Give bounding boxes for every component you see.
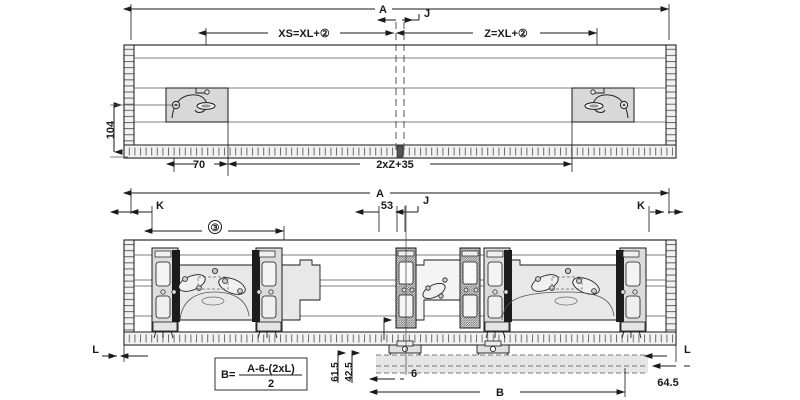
dim-label-bracket-span: ③ xyxy=(211,223,220,234)
dim-j-front: J xyxy=(394,195,429,232)
top-view-group: A J XS=XL+② Z=XL+② xyxy=(105,4,677,176)
side-wall-right-top xyxy=(665,44,677,159)
dim-label-104-top: 104 xyxy=(105,120,117,139)
side-wall-right-front xyxy=(665,239,677,346)
formula-box: B= A-6-(2xL) 2 xyxy=(214,357,308,391)
dim-label-j-front: J xyxy=(423,195,429,207)
dim-label-6-front: 6 xyxy=(411,368,417,380)
dim-label-j-top: J xyxy=(424,8,430,20)
dim-l-left-front: L xyxy=(92,344,148,362)
dim-104-top: 104 xyxy=(105,102,180,158)
dim-label-l-left: L xyxy=(92,344,99,356)
dim-label-xs-top: XS=XL+② xyxy=(278,28,330,40)
formula-lhs: B= xyxy=(221,369,235,381)
dim-k-left-front: K xyxy=(109,200,164,232)
formula-denominator: 2 xyxy=(268,378,274,390)
dim-xs-top: XS=XL+② xyxy=(197,28,394,108)
dim-label-b-front: B xyxy=(496,387,504,399)
front-view-group: A K K 53 J xyxy=(92,188,691,399)
dim-label-64-5: 64.5 xyxy=(657,377,678,389)
dim-l-right-front: L xyxy=(643,344,691,362)
formula-numerator: A-6-(2xL) xyxy=(247,363,295,375)
dim-label-61-5: 61.5 xyxy=(330,362,341,382)
carriage-assembly-left xyxy=(151,247,321,339)
dim-label-70-top: 70 xyxy=(193,159,205,171)
center-joint-top xyxy=(396,145,404,158)
dim-k-right-front: K xyxy=(637,200,683,232)
side-wall-left-top xyxy=(123,44,135,159)
dim-b-front: B xyxy=(368,368,626,399)
floor-band xyxy=(376,355,648,373)
dim-label-z-top: Z=XL+② xyxy=(484,28,528,40)
dim-label-l-right: L xyxy=(684,344,691,356)
dim-42-5: 42.5 xyxy=(344,350,361,383)
dim-label-42-5: 42.5 xyxy=(344,362,355,382)
track-teeth-front xyxy=(127,334,673,343)
dim-label-53-front: 53 xyxy=(381,200,393,212)
dim-label-k-left: K xyxy=(156,200,164,212)
carriage-assembly-right xyxy=(483,247,647,339)
side-wall-left-front xyxy=(123,239,135,346)
dim-j-top: J xyxy=(376,8,430,23)
center-mechanism-front xyxy=(388,247,510,358)
dim-2xz35-top: 2xZ+35 xyxy=(227,120,573,172)
dim-overall-a-top: A xyxy=(122,4,670,40)
dim-64-5-front: 64.5 xyxy=(651,363,690,389)
dim-overall-a-front: A xyxy=(122,188,670,214)
dim-6-front: 6 xyxy=(368,368,417,382)
dim-label-2xz35-top: 2xZ+35 xyxy=(376,159,414,171)
hook-part-right-top xyxy=(571,87,635,123)
dim-61-5: 61.5 xyxy=(330,350,347,383)
dim-label-a-front: A xyxy=(376,188,384,200)
dim-label-a-top: A xyxy=(379,4,387,16)
dim-label-k-right: K xyxy=(637,200,645,212)
